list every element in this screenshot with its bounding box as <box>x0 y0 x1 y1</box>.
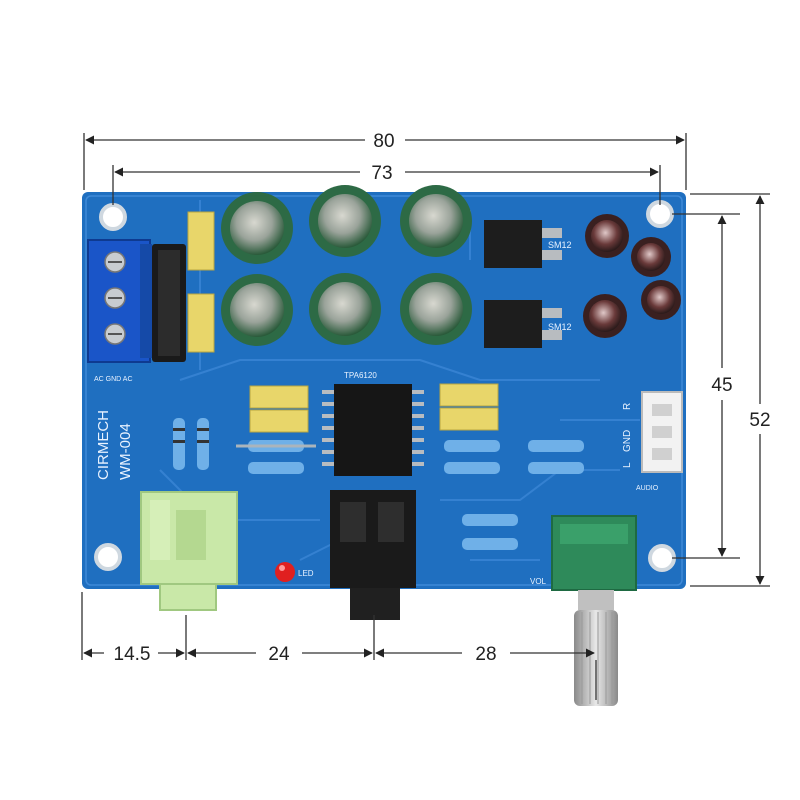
dimension-lines <box>81 133 770 700</box>
film-capacitors-left <box>187 211 215 353</box>
led-label: LED <box>298 569 314 578</box>
bridge-rectifier <box>152 244 186 362</box>
audio-input-connector <box>641 391 683 473</box>
dimension-labels: 80 73 45 52 14.5 24 28 <box>114 131 771 665</box>
dim-height-total: 52 <box>749 410 770 431</box>
film-capacitors-center <box>249 383 499 433</box>
voltage-regulators <box>484 220 562 348</box>
power-label: AC GND AC <box>94 376 133 383</box>
dim-pot-spacing: 28 <box>475 644 496 665</box>
power-terminal-block <box>87 239 152 363</box>
electrolytic-capacitors <box>221 185 472 346</box>
audio-label: AUDIO <box>636 485 659 492</box>
power-led <box>275 562 295 582</box>
dim-hole-spacing-y: 45 <box>711 375 732 396</box>
resistors-vertical <box>173 418 209 470</box>
amplifier-chip <box>322 384 424 476</box>
vol-label: VOL <box>530 577 547 586</box>
channel-l-label: L <box>622 462 633 468</box>
regulator-2-label: SM12 <box>548 322 572 332</box>
headphone-jack <box>330 490 416 620</box>
channel-r-label: R <box>622 403 633 410</box>
channel-gnd-label: GND <box>622 430 633 452</box>
volume-potentiometer <box>551 515 637 706</box>
small-capacitors <box>583 214 681 338</box>
dim-hole-spacing-x: 73 <box>371 163 392 184</box>
input-jack <box>140 491 238 611</box>
brand-label: CIRMECH <box>95 410 112 480</box>
dim-jack-offset: 14.5 <box>114 644 151 665</box>
regulator-1-label: SM12 <box>548 240 572 250</box>
model-label: WM-004 <box>117 423 134 480</box>
dim-width-total: 80 <box>373 131 394 152</box>
resistors-horizontal <box>236 440 584 550</box>
dim-jack-spacing: 24 <box>268 644 290 665</box>
chip-label: TPA6120 <box>344 371 377 380</box>
